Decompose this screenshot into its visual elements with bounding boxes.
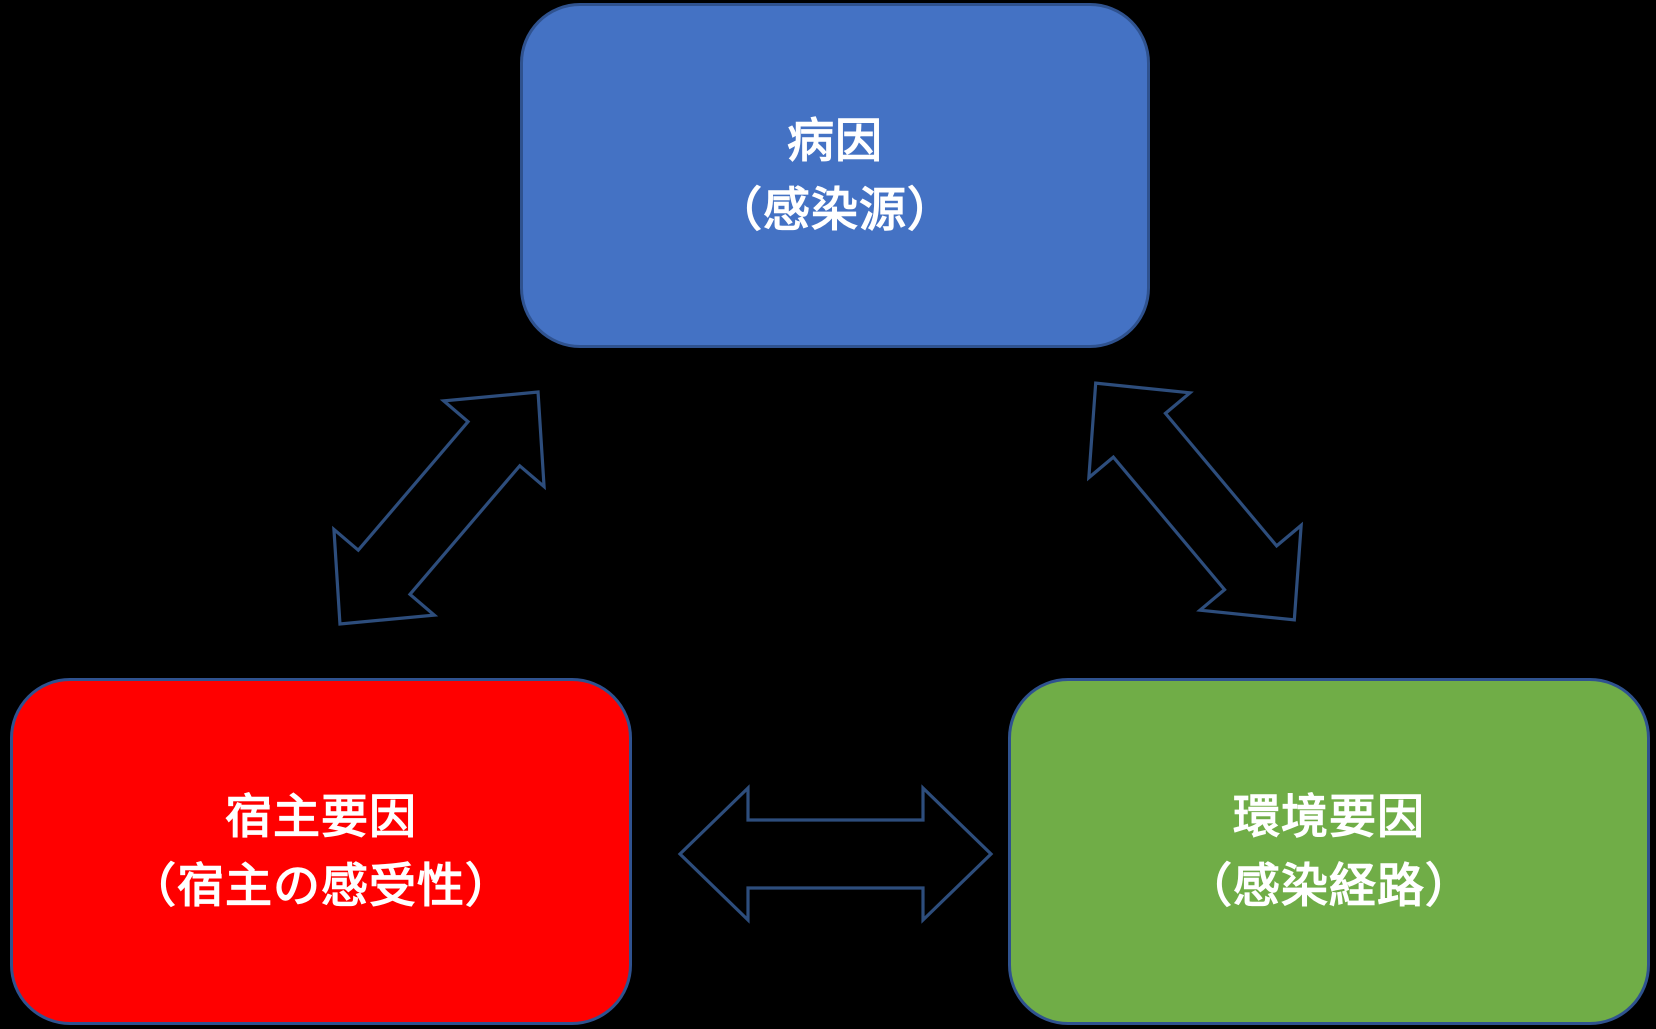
node-environment-label-line2: （感染経路） (1185, 858, 1473, 912)
node-environment-label-line1: 環境要因 (1233, 790, 1425, 844)
node-host-label-line2: （宿主の感受性） (129, 858, 513, 912)
node-agent-label-line2: （感染源） (715, 182, 955, 236)
node-environment-factor: 環境要因 （感染経路） (1008, 678, 1650, 1025)
node-host-label-line1: 宿主要因 (225, 790, 417, 844)
node-host-factor: 宿主要因 （宿主の感受性） (10, 678, 632, 1025)
node-agent-label-line1: 病因 (787, 114, 883, 168)
double-arrow-host-environment (677, 784, 994, 924)
double-arrow-agent-environment (1086, 381, 1304, 622)
double-arrow-agent-host (332, 390, 546, 626)
node-agent-source: 病因 （感染源） (520, 3, 1150, 348)
